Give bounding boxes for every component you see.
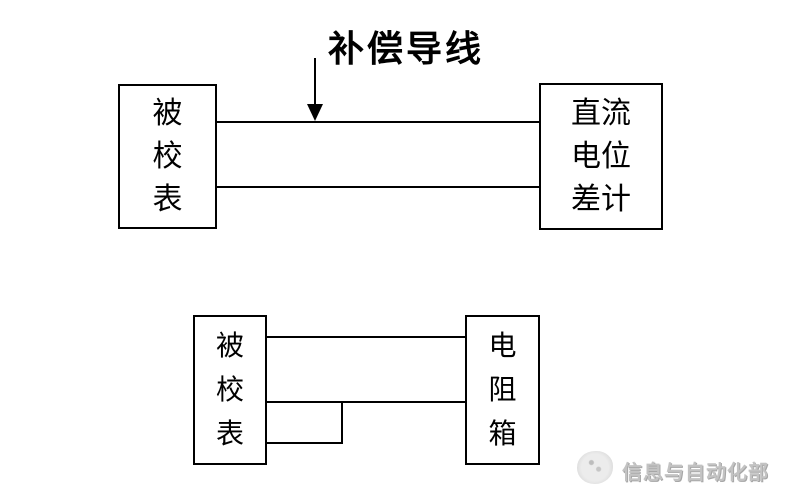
top-left-box-meter-under-test: 被校表 [118, 84, 217, 229]
compensation-wire-label: 补偿导线 [328, 28, 485, 69]
bottom-right-box-label: 电阻箱 [488, 330, 517, 449]
arrow-down-icon [307, 104, 323, 121]
watermark-text: 信息与自动化部 [622, 462, 769, 484]
bottom-diagram-wire-upper [265, 336, 467, 338]
bottom-diagram-jumper-horizontal [265, 442, 343, 444]
watermark-logo-icon [577, 451, 613, 484]
top-right-box-label: 直流电位差计 [571, 97, 631, 216]
bottom-right-box-resistance-box: 电阻箱 [465, 315, 540, 465]
top-diagram-wire-lower [215, 186, 541, 188]
annotation-arrow-shaft [314, 58, 316, 106]
bottom-left-box-meter-under-test: 被校表 [193, 315, 267, 465]
bottom-diagram-jumper-vertical [341, 401, 343, 444]
top-diagram-wire-upper [215, 121, 541, 123]
top-right-box-dc-potentiometer: 直流电位差计 [539, 83, 663, 230]
top-left-box-label: 被校表 [152, 97, 183, 216]
bottom-diagram-wire-middle [265, 401, 467, 403]
bottom-left-box-label: 被校表 [215, 330, 244, 449]
